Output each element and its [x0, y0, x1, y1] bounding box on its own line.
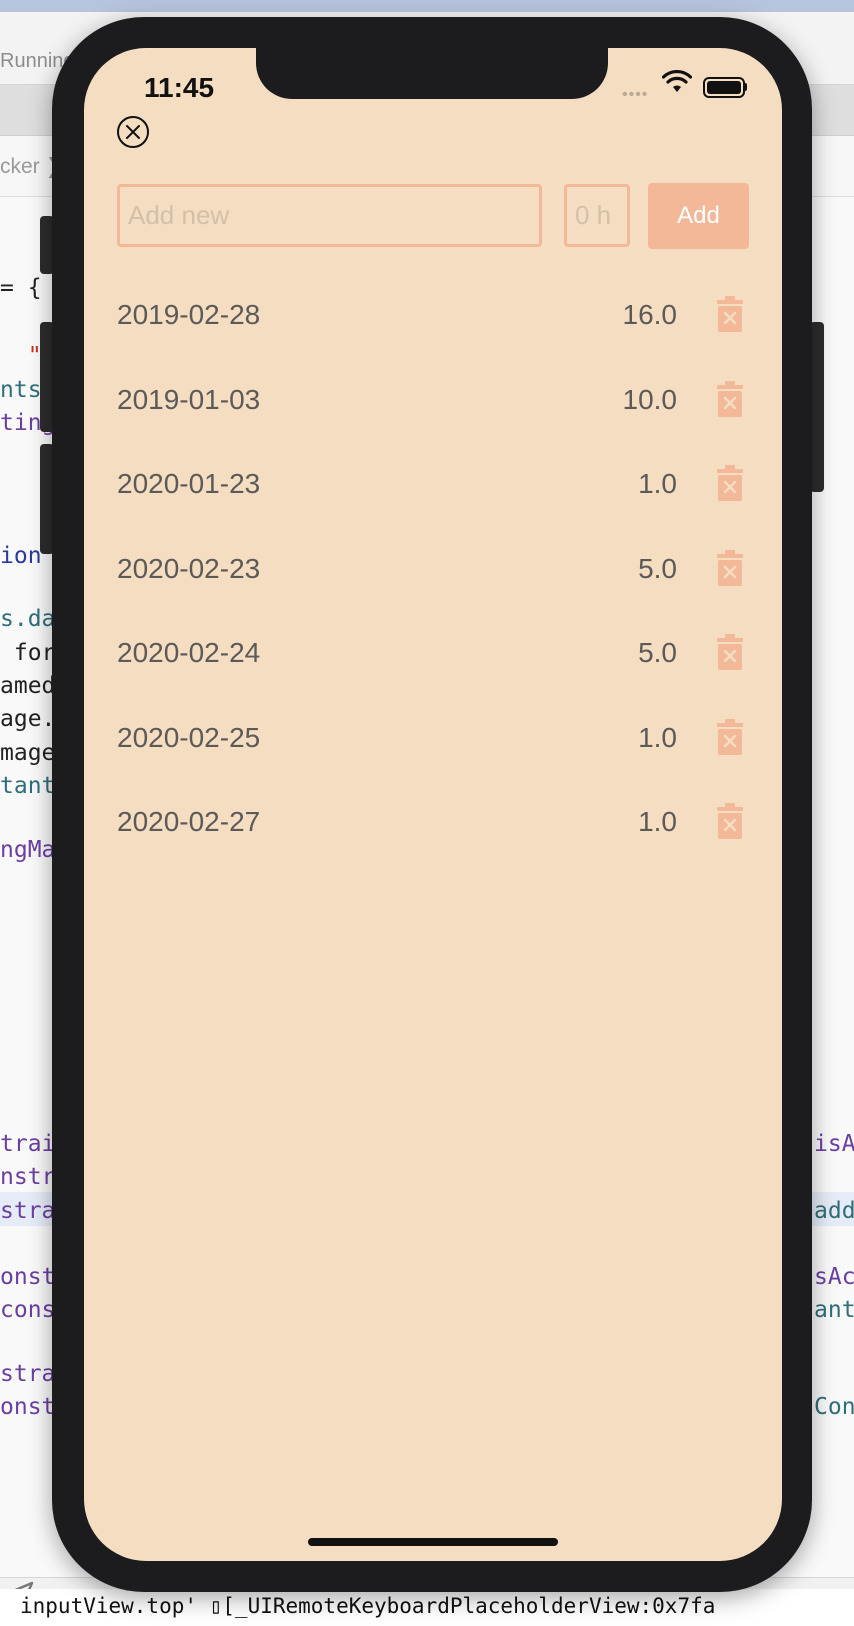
- home-indicator[interactable]: [308, 1538, 558, 1546]
- code-line: for: [0, 640, 56, 666]
- trash-icon[interactable]: [717, 718, 743, 755]
- entry-hours: 5.0: [638, 552, 677, 584]
- trash-icon[interactable]: [717, 549, 743, 586]
- list-item[interactable]: 2019-02-28 16.0: [117, 274, 749, 359]
- code-line: = {: [0, 275, 42, 301]
- device-notch: [256, 48, 608, 99]
- debug-console: [0, 1589, 854, 1626]
- code-line: cons: [0, 1297, 56, 1323]
- list-item[interactable]: 2020-01-23 1.0: [117, 443, 749, 528]
- entry-date: 2020-01-23: [117, 468, 261, 499]
- code-line: mage: [0, 740, 56, 766]
- entry-hours: 10.0: [622, 383, 678, 415]
- trash-icon[interactable]: [717, 465, 743, 501]
- entry-hours: 16.0: [622, 299, 678, 330]
- entry-date: 2020-02-24: [117, 637, 261, 668]
- list-item[interactable]: 2019-01-03 10.0: [117, 359, 749, 444]
- code-line-right: Cons: [814, 1394, 854, 1420]
- code-line-right: addi: [814, 1198, 854, 1224]
- simulator-side-button: [40, 216, 54, 274]
- code-line-right: ants: [814, 1297, 854, 1323]
- app-screen: 11:45 •••• Add 2019-02-28 16.0 2019-01-03 1…: [84, 48, 782, 1561]
- list-item[interactable]: 2020-02-27 1.0: [117, 781, 749, 866]
- window-top-strip: [0, 0, 854, 12]
- entry-hours: 5.0: [638, 637, 677, 668]
- trash-icon[interactable]: [717, 380, 743, 417]
- entry-list: 2019-02-28 16.0 2019-01-03 10.0 2020-01-23 1.…: [117, 274, 749, 866]
- battery-level: [707, 81, 741, 94]
- list-item[interactable]: 2020-02-25 1.0: [117, 697, 749, 782]
- entry-date: 2020-02-27: [117, 806, 261, 837]
- status-time: 11:45: [144, 72, 215, 103]
- trash-icon[interactable]: [717, 296, 743, 332]
- simulator-volume-down: [40, 444, 54, 554]
- entry-hours: 1.0: [638, 806, 677, 837]
- entry-date: 2019-02-28: [117, 299, 261, 330]
- battery-icon: [703, 77, 745, 98]
- cellular-signal-icon: ••••: [622, 86, 649, 103]
- hours-input[interactable]: [564, 184, 630, 247]
- toolbar-status: Running: [0, 50, 75, 72]
- add-new-input[interactable]: [117, 184, 542, 247]
- trash-icon[interactable]: [717, 634, 743, 670]
- simulator-power-button: [810, 322, 824, 492]
- console-output: inputView.top' ▯[_UIRemoteKeyboardPlaceh…: [20, 1594, 716, 1618]
- trash-icon[interactable]: [717, 803, 743, 839]
- simulator-volume-up: [40, 322, 54, 432]
- add-button[interactable]: Add: [648, 183, 749, 249]
- entry-hours: 1.0: [638, 468, 677, 499]
- battery-cap: [744, 83, 747, 91]
- list-item[interactable]: 2020-02-24 5.0: [117, 612, 749, 697]
- entry-date: 2020-02-25: [117, 721, 261, 753]
- entry-date: 2020-02-23: [117, 552, 261, 584]
- code-line: s.da: [0, 606, 56, 632]
- close-icon[interactable]: [116, 115, 150, 149]
- code-line: amed: [0, 673, 56, 699]
- wifi-icon: [662, 70, 692, 92]
- code-line-right: isA: [814, 1131, 854, 1157]
- list-item[interactable]: 2020-02-23 5.0: [117, 528, 749, 613]
- code-line-right: sAct: [814, 1264, 854, 1290]
- entry-hours: 1.0: [638, 721, 677, 753]
- breadcrumb[interactable]: cker ❯: [0, 155, 64, 178]
- entry-date: 2019-01-03: [117, 383, 261, 415]
